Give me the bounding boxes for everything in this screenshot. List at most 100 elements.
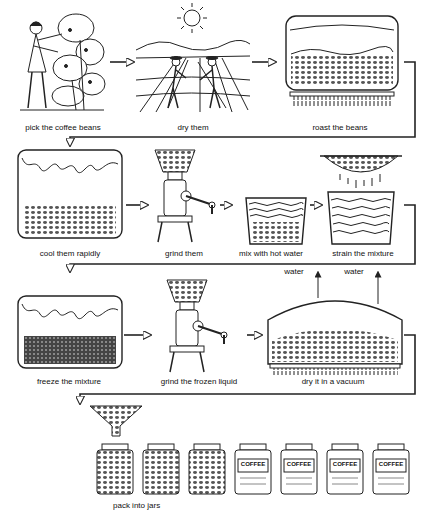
picker-figure bbox=[58, 14, 94, 42]
picker-figure bbox=[72, 40, 84, 110]
step-label: strain the mixture bbox=[331, 249, 394, 258]
funnel-and-jars bbox=[189, 450, 225, 494]
freezing-tank bbox=[22, 304, 118, 319]
roasting-oven bbox=[292, 96, 392, 106]
mixing-pot bbox=[252, 222, 300, 242]
strainer bbox=[320, 156, 402, 244]
funnel-and-jars bbox=[90, 406, 142, 436]
grinder bbox=[155, 150, 215, 242]
jar-label: COFFEE bbox=[241, 461, 265, 468]
drying-field bbox=[184, 10, 200, 26]
picker-figure bbox=[34, 34, 62, 52]
water-label: water bbox=[284, 268, 304, 277]
flow-arrow bbox=[247, 334, 262, 336]
process-step: strain the mixture bbox=[322, 144, 404, 258]
roasting-oven bbox=[291, 54, 393, 86]
drying-field bbox=[136, 3, 250, 112]
vacuum-dryer bbox=[272, 329, 398, 362]
step-label: freeze the mixture bbox=[36, 377, 102, 386]
strainer bbox=[331, 199, 391, 234]
process-step: mix with hot water bbox=[232, 144, 310, 258]
step-label: roast the beans bbox=[311, 123, 368, 132]
process-step: freeze the mixture bbox=[14, 272, 124, 386]
step-label: pick the coffee beans bbox=[24, 123, 101, 132]
step-label: pack into jars bbox=[112, 501, 161, 510]
step-label: grind them bbox=[164, 249, 204, 258]
flow-arrow bbox=[124, 334, 151, 336]
drying-field bbox=[168, 60, 188, 108]
vacuum-dryer bbox=[270, 364, 400, 368]
picker-figure bbox=[28, 34, 46, 72]
flow-arrow bbox=[70, 62, 415, 146]
flow-arrow bbox=[110, 61, 134, 63]
drying-field bbox=[136, 56, 250, 58]
funnel-and-jars bbox=[148, 444, 174, 450]
cooling-tank bbox=[18, 150, 122, 238]
funnel-and-jars bbox=[284, 459, 314, 472]
picker-figure bbox=[20, 110, 104, 111]
drying-field bbox=[198, 62, 226, 108]
cooling-tank bbox=[24, 204, 116, 234]
mixing-pot bbox=[249, 203, 303, 218]
strainer bbox=[340, 174, 380, 188]
process-step: roast the beans bbox=[276, 10, 404, 132]
drying-field bbox=[206, 57, 218, 60]
funnel-and-jars bbox=[373, 450, 409, 494]
funnel-and-jars bbox=[143, 450, 179, 494]
strainer bbox=[320, 155, 402, 157]
process-step: grind the frozen liquid bbox=[151, 282, 247, 386]
vacuum-dryer bbox=[318, 274, 319, 298]
cooling-tank bbox=[22, 158, 118, 173]
step-label: grind the frozen liquid bbox=[160, 377, 239, 386]
mixing-pot bbox=[246, 198, 306, 244]
funnel-and-jars bbox=[102, 444, 128, 450]
cooling-tank bbox=[18, 150, 122, 238]
flow-arrow bbox=[220, 204, 232, 206]
drying-field bbox=[136, 77, 250, 96]
funnel-and-jars bbox=[327, 450, 363, 494]
funnel-and-jars bbox=[281, 450, 317, 494]
process-step: cool them rapidly bbox=[14, 146, 126, 258]
picker-figure bbox=[30, 22, 42, 34]
funnel-and-jars bbox=[286, 444, 312, 450]
drying-field bbox=[177, 3, 207, 33]
funnel-and-jars bbox=[240, 444, 266, 450]
flow-arrow bbox=[80, 335, 415, 404]
picker-figure bbox=[30, 22, 42, 26]
jar-label: COFFEE bbox=[379, 461, 403, 468]
jar-label: COFFEE bbox=[333, 461, 357, 468]
picker-figure bbox=[20, 14, 105, 110]
process-step: dry them bbox=[134, 4, 252, 132]
strainer bbox=[324, 156, 398, 172]
funnel-and-jars bbox=[238, 459, 268, 472]
vacuum-dryer bbox=[268, 274, 402, 375]
picker-figure bbox=[65, 65, 68, 68]
funnel-and-jars bbox=[240, 478, 404, 484]
funnel-and-jars bbox=[376, 459, 406, 472]
mixing-pot bbox=[246, 198, 306, 244]
water-label: water bbox=[344, 268, 364, 277]
freezing-tank bbox=[24, 336, 116, 364]
funnel-and-jars bbox=[235, 450, 271, 494]
flow-arrow bbox=[310, 204, 322, 206]
freezing-tank bbox=[18, 296, 122, 368]
roasting-oven bbox=[290, 25, 394, 30]
funnel-and-jars bbox=[90, 406, 409, 494]
picker-figure bbox=[52, 86, 84, 106]
step-label: dry them bbox=[176, 123, 209, 132]
step-label: dry it in a vacuum bbox=[301, 377, 366, 386]
picker-figure bbox=[85, 49, 88, 52]
funnel-and-jars bbox=[97, 450, 133, 494]
drying-field bbox=[136, 40, 250, 50]
roasting-oven bbox=[286, 16, 398, 90]
funnel-and-jars bbox=[194, 444, 220, 450]
vacuum-dryer bbox=[268, 301, 402, 364]
funnel-and-jars bbox=[332, 444, 358, 450]
step-label: mix with hot water bbox=[238, 249, 304, 258]
picker-figure bbox=[69, 29, 72, 32]
process-step: grind them bbox=[148, 144, 220, 258]
drying-field bbox=[140, 58, 248, 112]
vacuum-dryer bbox=[378, 274, 379, 304]
roasting-oven bbox=[291, 46, 393, 54]
freezing-tank bbox=[18, 296, 122, 368]
